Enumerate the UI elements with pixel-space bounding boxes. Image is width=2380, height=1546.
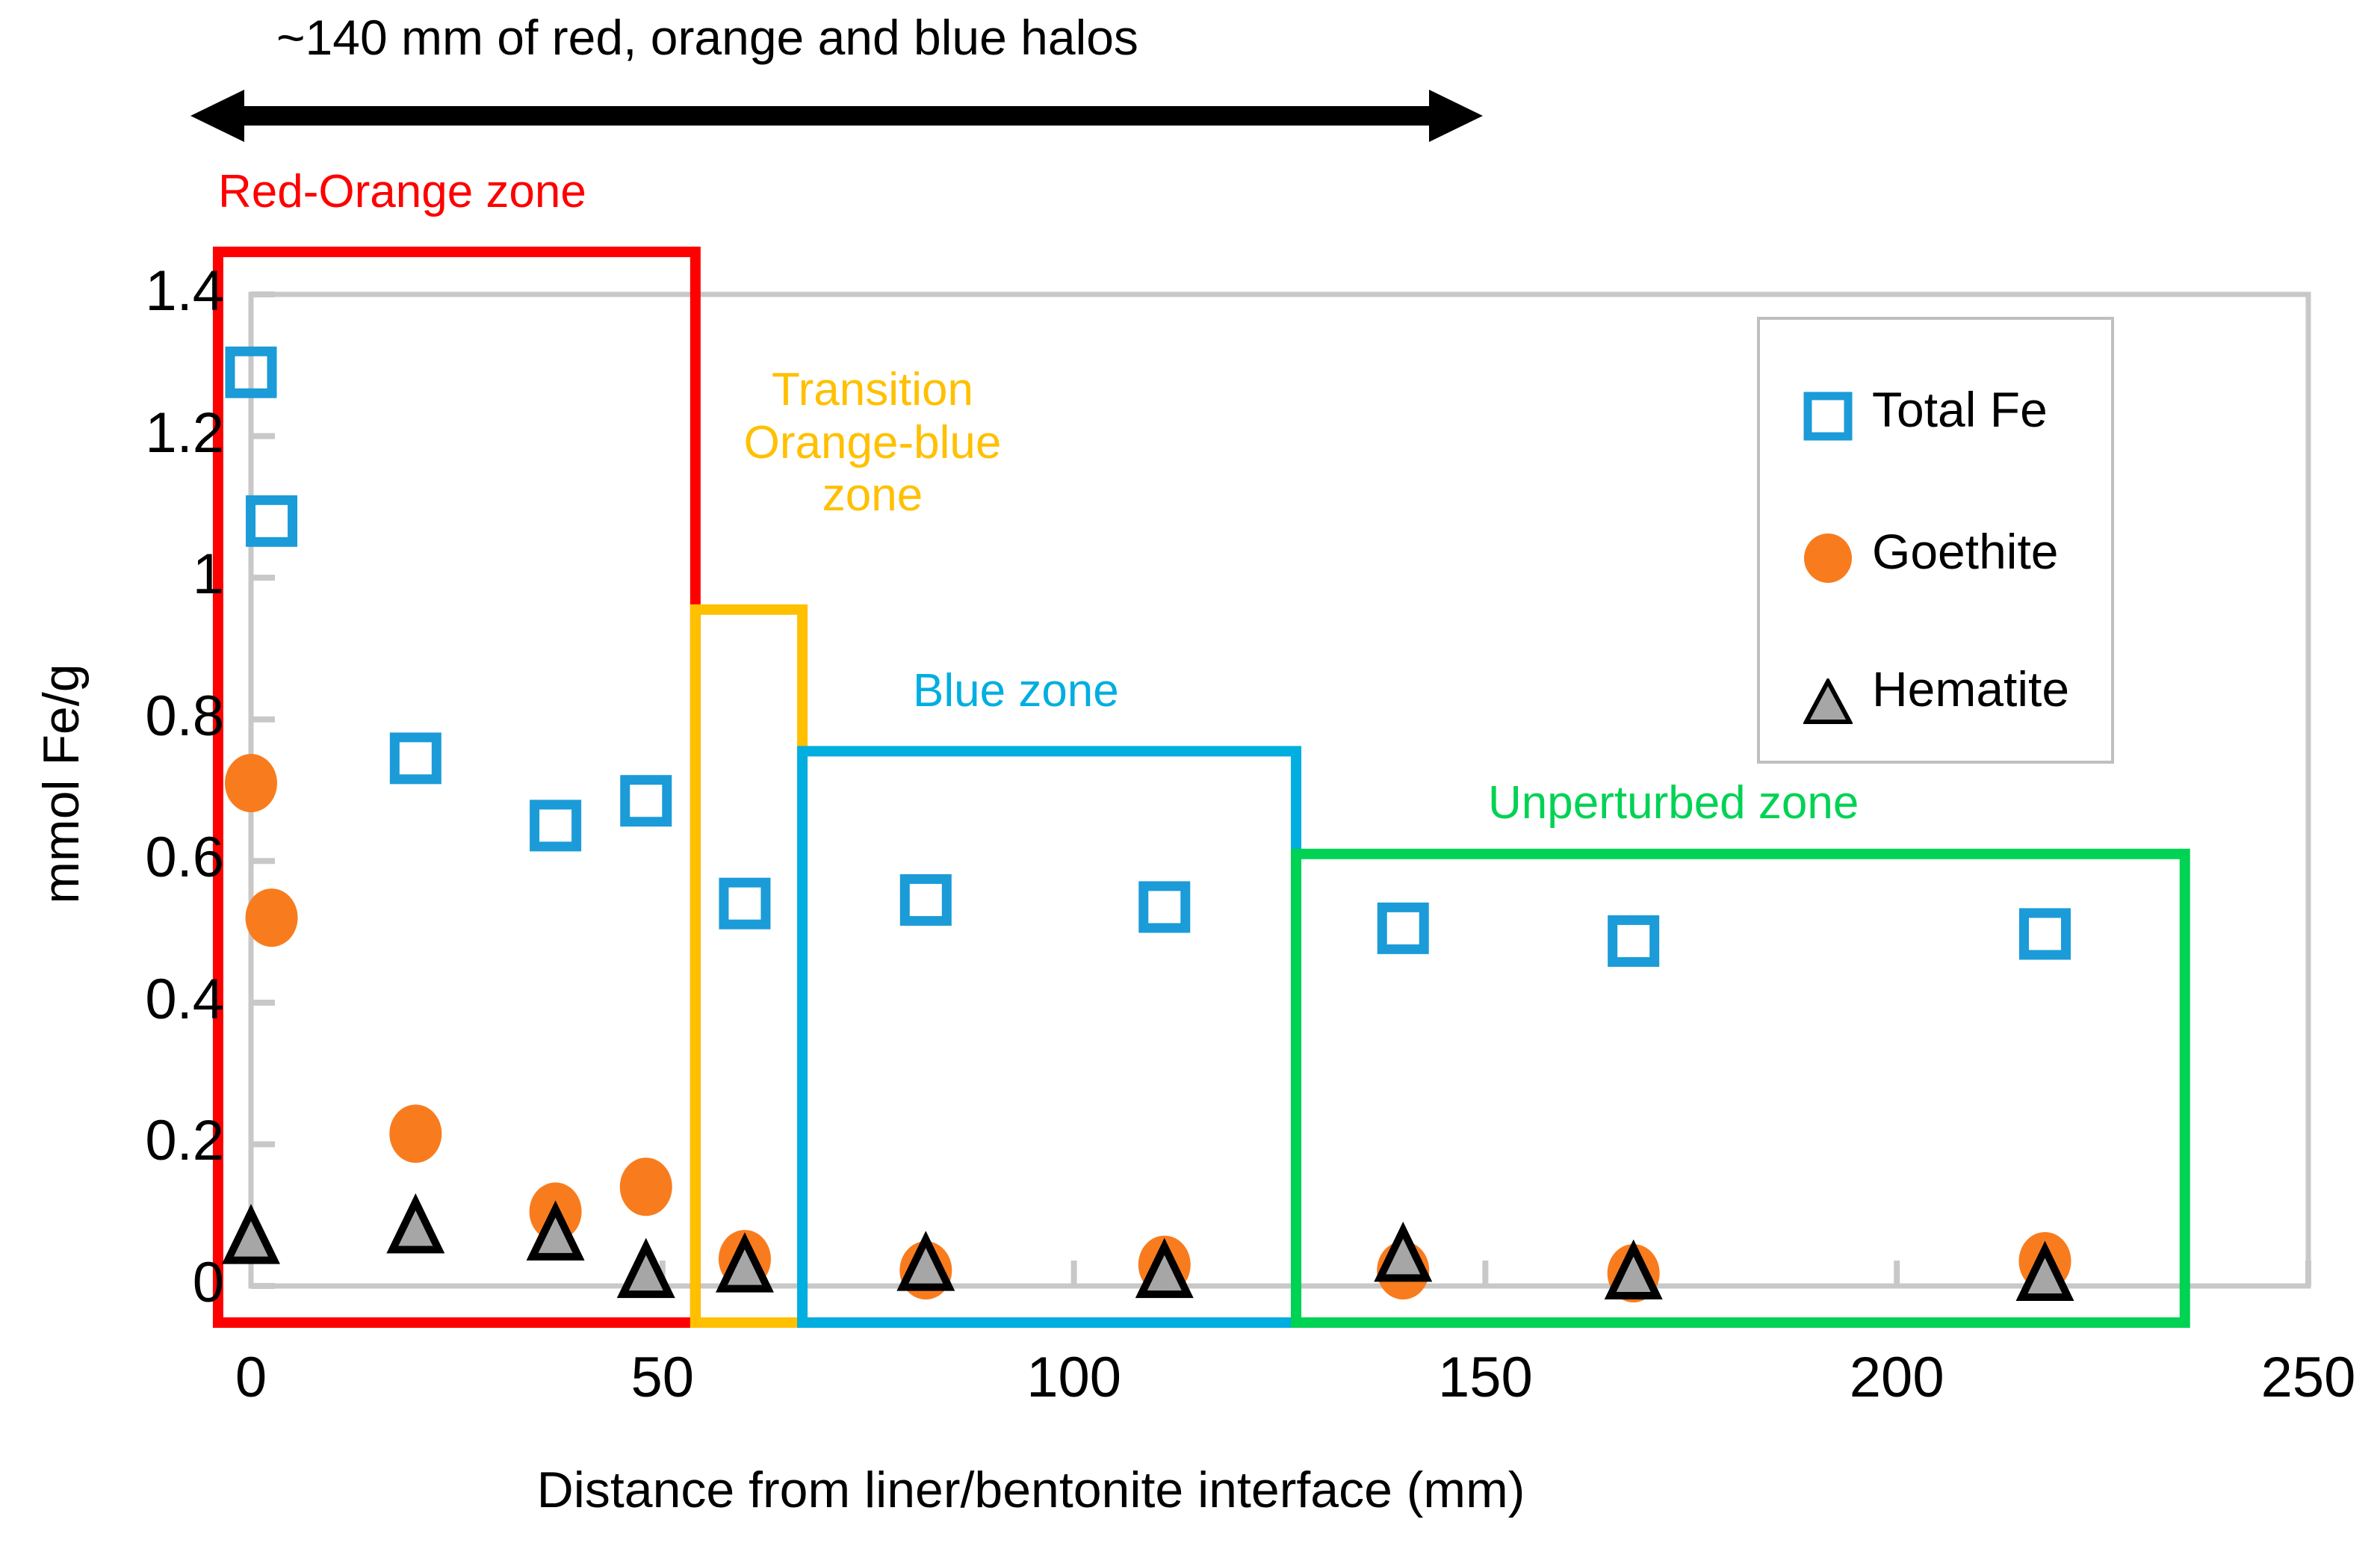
zone-box-unperturbed xyxy=(1291,848,2190,1328)
y-tick-label: 0.6 xyxy=(145,826,224,890)
legend-label-goethite: Goethite xyxy=(1872,524,2059,579)
data-point-total-fe[interactable] xyxy=(899,874,952,926)
data-point-goethite[interactable] xyxy=(225,754,277,813)
double-headed-arrow-icon xyxy=(190,90,1483,142)
y-tick-label: 1.2 xyxy=(145,401,224,465)
data-point-total-fe[interactable] xyxy=(530,800,582,852)
data-point-hematite[interactable] xyxy=(386,1193,445,1254)
x-tick-label: 100 xyxy=(1026,1346,1121,1409)
data-point-hematite[interactable] xyxy=(222,1204,280,1264)
data-point-hematite[interactable] xyxy=(1374,1221,1433,1282)
zone-label-transition: Transition Orange-blue zone xyxy=(716,364,1029,522)
data-point-hematite[interactable] xyxy=(1135,1237,1194,1299)
y-tick-label: 0.8 xyxy=(145,684,224,748)
data-point-hematite[interactable] xyxy=(896,1231,955,1291)
data-point-total-fe[interactable] xyxy=(719,877,771,930)
data-point-total-fe[interactable] xyxy=(620,775,672,827)
legend-entry-total-fe: Total Fe xyxy=(1760,363,2111,483)
y-tick-label: 1.4 xyxy=(145,259,224,323)
data-point-total-fe[interactable] xyxy=(1608,915,1660,967)
data-point-hematite[interactable] xyxy=(715,1232,774,1293)
x-tick-label: 150 xyxy=(1437,1346,1533,1409)
x-tick-label: 0 xyxy=(235,1346,267,1409)
open-square-icon xyxy=(1803,392,1853,441)
filled-triangle-icon xyxy=(1803,678,1853,724)
y-tick-label: 0.2 xyxy=(145,1109,224,1173)
filled-circle-icon xyxy=(1804,534,1852,583)
x-axis-title: Distance from liner/bentonite interface … xyxy=(536,1462,1525,1518)
data-point-total-fe[interactable] xyxy=(389,732,441,785)
zone-label-transition-line1: Transition xyxy=(772,364,973,415)
legend-entry-hematite: Hematite xyxy=(1760,647,2111,767)
zone-label-transition-line2: Orange-blue xyxy=(743,416,1002,469)
y-tick-label: 0 xyxy=(192,1251,224,1314)
x-tick-label: 50 xyxy=(630,1346,695,1409)
data-point-total-fe[interactable] xyxy=(2018,908,2071,960)
legend: Total Fe Goethite Hematite xyxy=(1757,317,2114,764)
x-tick-label: 200 xyxy=(1849,1346,1944,1409)
y-tick-label: 0.4 xyxy=(145,967,224,1031)
data-point-hematite[interactable] xyxy=(1604,1239,1663,1300)
data-point-hematite[interactable] xyxy=(2015,1240,2074,1301)
legend-label-total-fe: Total Fe xyxy=(1872,382,2048,437)
zone-label-transition-line3: zone xyxy=(822,469,923,522)
x-tick-label: 250 xyxy=(2260,1346,2356,1409)
zone-label-blue: Blue zone xyxy=(913,665,1119,717)
data-point-total-fe[interactable] xyxy=(1138,881,1191,933)
legend-entry-goethite: Goethite xyxy=(1760,505,2111,625)
data-point-goethite[interactable] xyxy=(245,888,298,947)
zone-label-red-orange: Red-Orange zone xyxy=(218,166,586,217)
data-point-goethite[interactable] xyxy=(389,1104,442,1163)
halo-extent-caption: ~140 mm of red, orange and blue halos xyxy=(276,10,1138,65)
data-point-goethite[interactable] xyxy=(619,1157,672,1216)
zone-label-unperturbed: Unperturbed zone xyxy=(1488,777,1859,829)
y-tick-label: 1 xyxy=(192,542,224,607)
data-point-total-fe[interactable] xyxy=(246,495,298,547)
data-point-hematite[interactable] xyxy=(526,1200,585,1261)
data-point-hematite[interactable] xyxy=(616,1237,675,1299)
zone-box-transition xyxy=(689,604,808,1328)
legend-label-hematite: Hematite xyxy=(1872,661,2070,717)
zone-box-blue xyxy=(797,746,1302,1328)
data-point-total-fe[interactable] xyxy=(225,346,277,398)
data-point-total-fe[interactable] xyxy=(1377,902,1429,954)
